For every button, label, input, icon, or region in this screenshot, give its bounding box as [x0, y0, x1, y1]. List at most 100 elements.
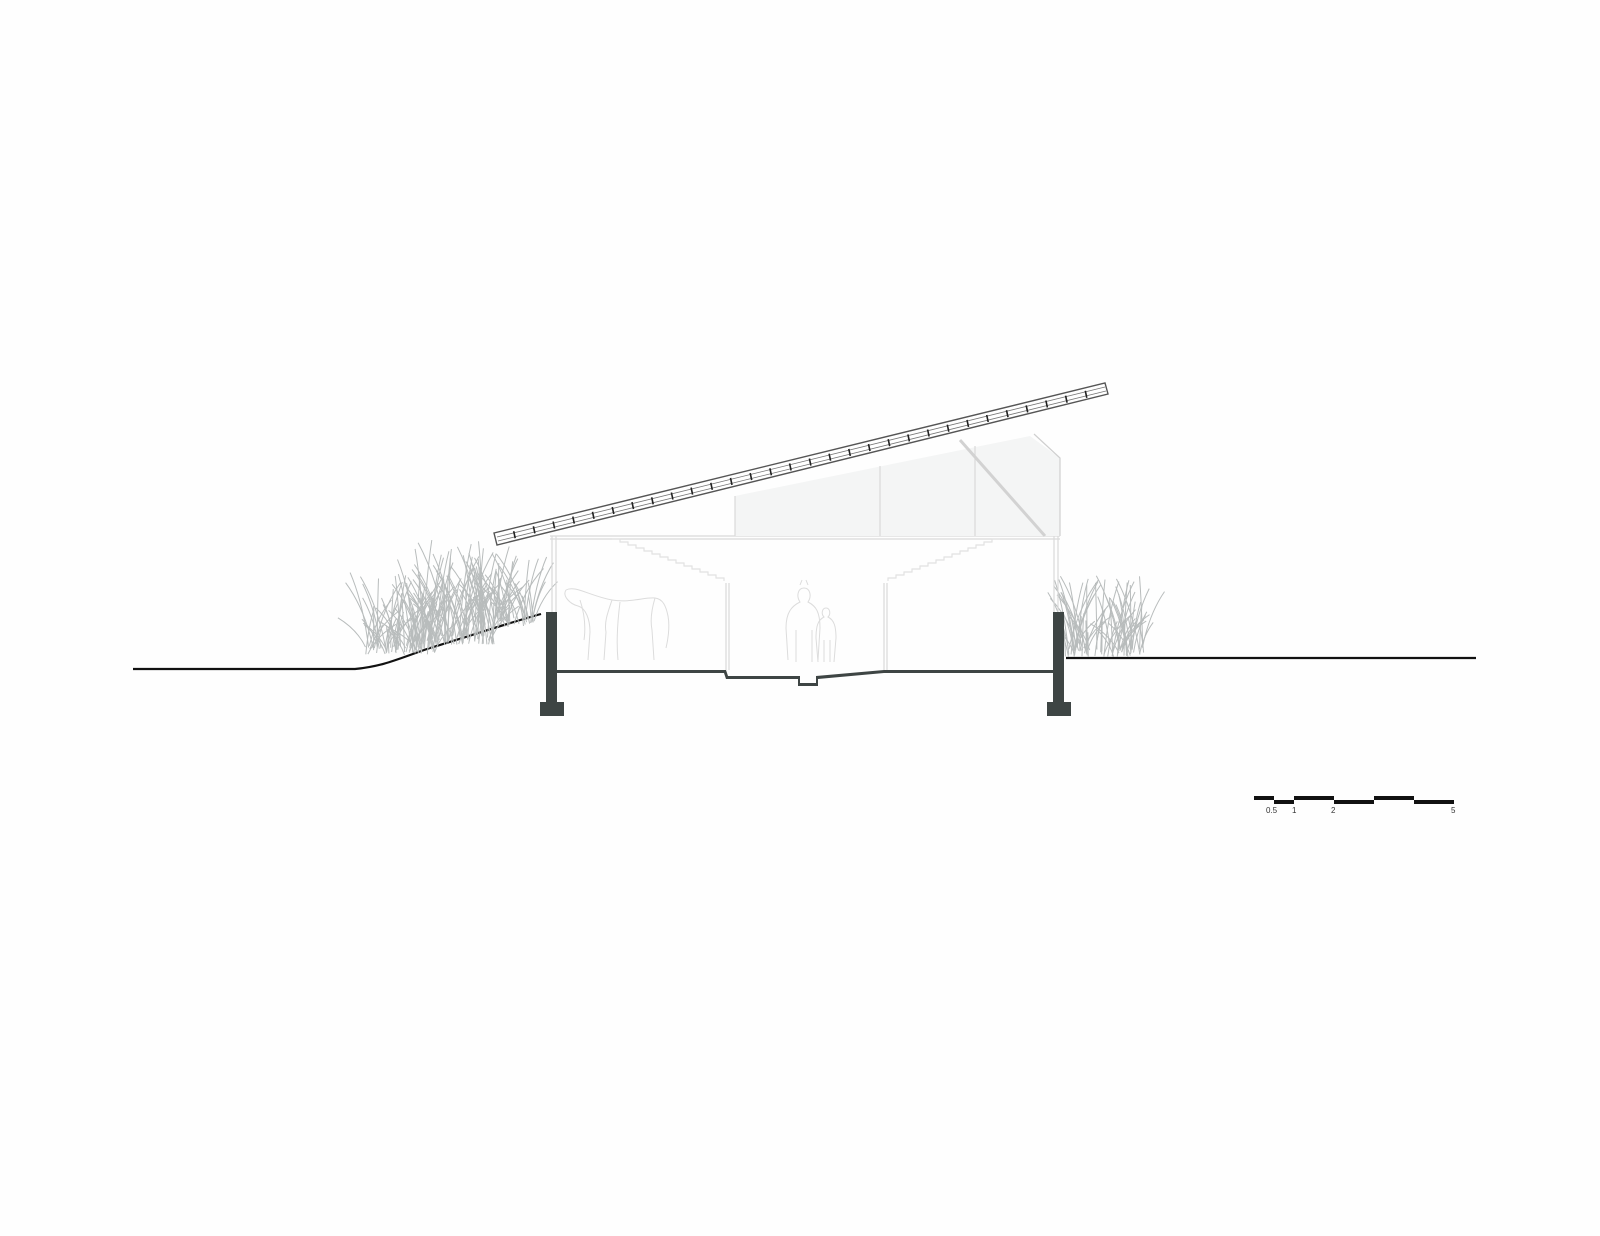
- grass-blade: [497, 562, 500, 627]
- roof-rafter: [867, 443, 871, 452]
- scale-seg-3: [1294, 796, 1334, 800]
- grass-blade: [1121, 620, 1147, 648]
- grass-blade: [513, 568, 544, 625]
- stepped-ceiling-left: [612, 538, 725, 581]
- grass-blade: [1119, 614, 1150, 651]
- grass-blade: [421, 594, 423, 652]
- scale-bar: 0.5 1 2 5: [1254, 796, 1456, 815]
- roof-rafter: [749, 472, 753, 481]
- scale-seg-4: [1334, 800, 1374, 804]
- grass-blade: [1125, 615, 1146, 655]
- roof-rafter: [1005, 410, 1009, 418]
- grass-blade: [1058, 579, 1075, 651]
- grass-blade: [1112, 601, 1129, 653]
- grass-blade: [1053, 585, 1082, 651]
- grass-blade: [1123, 582, 1128, 656]
- grass-blade: [369, 611, 399, 650]
- roof-rafter: [848, 448, 852, 457]
- child-figure: [815, 607, 837, 663]
- terrain: [133, 612, 1476, 671]
- grass-clump-left: [337, 540, 558, 656]
- roof-rafter: [1045, 400, 1049, 408]
- grass-blade: [413, 592, 434, 640]
- grass-blade: [412, 612, 419, 648]
- grass-blade: [447, 574, 470, 642]
- grass-blade: [359, 576, 387, 653]
- grass-blade: [362, 597, 380, 649]
- grass-blade: [532, 581, 546, 621]
- grass-blade: [417, 542, 448, 638]
- grass-blade: [386, 625, 390, 654]
- roof-rafter: [611, 506, 615, 515]
- roof-rafter: [887, 439, 891, 447]
- grass-blade: [1111, 581, 1135, 657]
- grass-blade: [468, 592, 492, 644]
- grass-blade: [385, 628, 405, 656]
- grass-blade: [496, 553, 526, 619]
- roof-rafter: [650, 497, 654, 505]
- grass-blade: [397, 559, 417, 642]
- scale-seg-2: [1274, 800, 1294, 804]
- roof-rafter: [946, 424, 950, 432]
- grass-blade: [1105, 595, 1121, 650]
- grass-blade: [1107, 621, 1118, 657]
- grass-blade: [361, 618, 378, 647]
- grass-blade: [426, 585, 455, 642]
- grass-blade: [420, 608, 434, 641]
- grass-blade: [514, 583, 531, 624]
- grass-blade: [500, 586, 508, 625]
- right-wall: [1053, 612, 1064, 704]
- grass-blade: [480, 598, 494, 623]
- grass-blade: [488, 606, 510, 641]
- scale-seg-6: [1414, 800, 1454, 804]
- roof-rafter: [631, 501, 635, 510]
- grass-blade: [495, 570, 508, 622]
- grass-blade: [1131, 602, 1142, 650]
- roof-rafter: [1025, 405, 1029, 413]
- grass-blade: [1142, 591, 1165, 648]
- grass-blade: [1115, 578, 1141, 655]
- left-wall: [546, 612, 557, 704]
- scale-label-2: 2: [1331, 806, 1336, 815]
- grass-blade: [530, 556, 548, 623]
- roof-rafters: [512, 390, 1088, 539]
- interior-structure: [550, 433, 1061, 670]
- grass-blade: [1121, 620, 1138, 653]
- scale-label-5: 5: [1451, 806, 1456, 815]
- grass-blade: [390, 589, 394, 648]
- grass-blade: [373, 582, 401, 649]
- roof-rafter: [552, 521, 556, 529]
- roof-rafter: [532, 526, 536, 534]
- roof-rafter: [828, 453, 832, 461]
- grass-blade: [533, 581, 558, 622]
- grass-blade: [393, 608, 420, 647]
- roof-rafter: [710, 482, 714, 490]
- figures: [564, 579, 837, 663]
- grass-blade: [386, 617, 414, 648]
- grass-blade: [349, 572, 370, 648]
- right-footing: [1047, 702, 1071, 716]
- grass-blade: [365, 609, 375, 655]
- roof-rafter: [670, 492, 674, 500]
- grass-blade: [433, 607, 455, 645]
- grass-blade: [1130, 588, 1150, 655]
- roof-inner-top: [496, 386, 1106, 538]
- grass-blade: [478, 541, 485, 636]
- grass-blade: [506, 579, 511, 625]
- ground-line-left: [133, 612, 542, 671]
- clerestory-frame: [1033, 433, 1061, 536]
- grass-blade: [494, 586, 524, 620]
- grass-blade: [1116, 580, 1130, 657]
- grass-blade: [417, 574, 445, 644]
- roof-rafter: [591, 511, 595, 519]
- grass-blade: [475, 566, 485, 621]
- grass-blade: [1068, 582, 1078, 648]
- grass-blade: [1063, 630, 1066, 657]
- roof-rafter: [572, 516, 576, 524]
- grass-blade: [1074, 581, 1099, 656]
- grass-blade: [468, 598, 476, 640]
- roof-rafter: [512, 531, 516, 539]
- grass-blade: [1103, 581, 1120, 657]
- grass-blade: [388, 627, 420, 653]
